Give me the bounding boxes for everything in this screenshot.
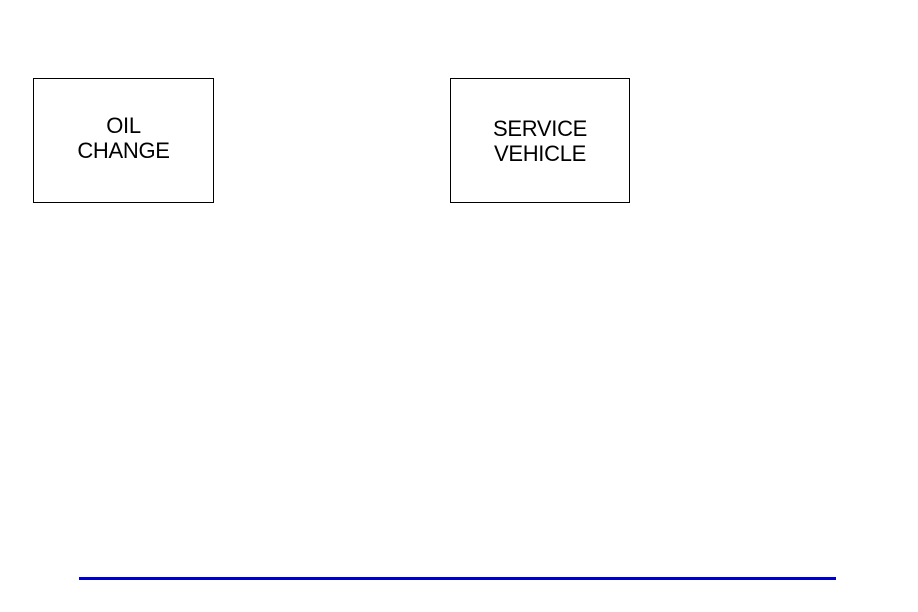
footer-divider bbox=[79, 577, 836, 580]
service-vehicle-label-line-2: VEHICLE bbox=[494, 141, 586, 166]
service-vehicle-label-line-1: SERVICE bbox=[493, 116, 587, 141]
oil-change-indicator: OIL CHANGE bbox=[33, 78, 214, 203]
oil-change-label-line-1: OIL bbox=[106, 113, 141, 138]
oil-change-label-line-2: CHANGE bbox=[77, 138, 169, 163]
service-vehicle-indicator: SERVICE VEHICLE bbox=[450, 78, 630, 203]
